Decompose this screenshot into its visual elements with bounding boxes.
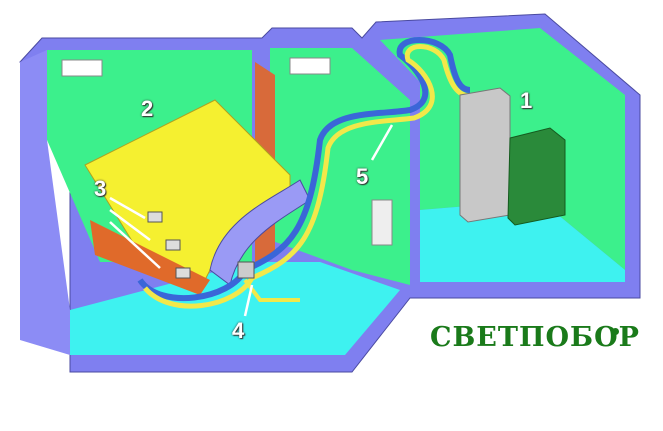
- corridor-side-wall: [352, 48, 410, 285]
- window: [289, 57, 331, 75]
- screw-conveyors: [147, 211, 191, 279]
- storage-room-floor: [70, 262, 400, 355]
- corridor-back-wall: [270, 48, 352, 270]
- pipe-yellow: [143, 44, 471, 309]
- brand-logo: СВЕТПОБОР: [430, 322, 640, 353]
- pellet-burner: [507, 127, 566, 226]
- radiator: [371, 199, 393, 246]
- control-unit: [237, 261, 255, 279]
- storage-room-side-wall: [20, 50, 70, 355]
- logo-dot: [612, 328, 619, 335]
- label-control-unit: 4: [232, 318, 245, 343]
- window: [61, 59, 103, 77]
- boiler-cabinet: [459, 87, 511, 223]
- label-boiler: 1: [520, 88, 533, 113]
- arrows: [109, 124, 394, 317]
- label-conveyors: 3: [94, 176, 107, 201]
- pipes-to-floor: [243, 278, 300, 302]
- label-silo: 2: [141, 96, 154, 121]
- label-pipes: 5: [356, 164, 369, 189]
